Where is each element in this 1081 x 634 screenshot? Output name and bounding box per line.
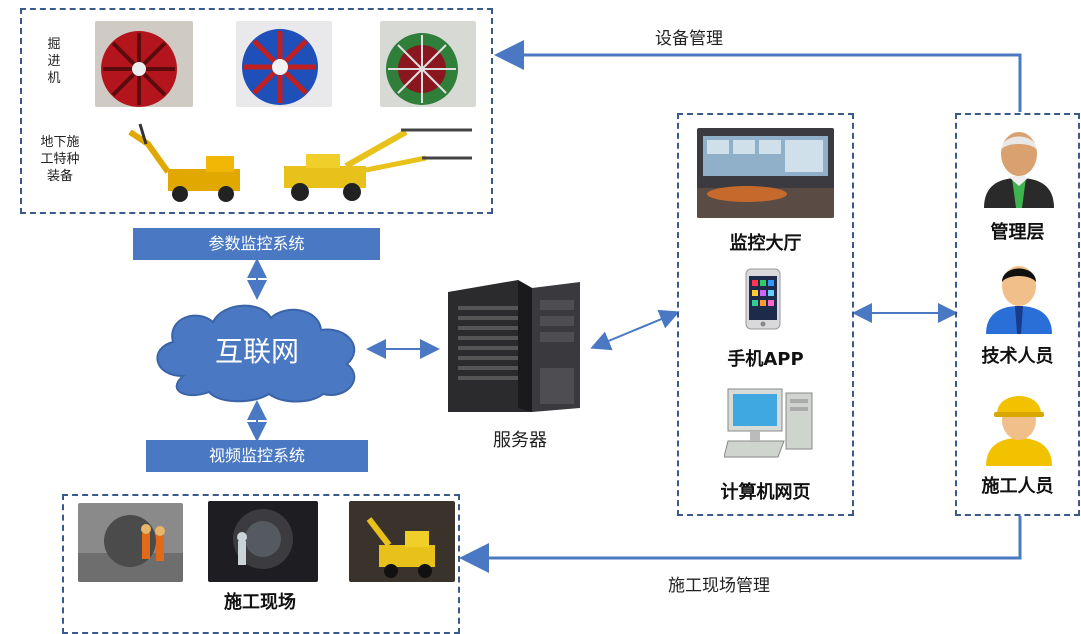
manager-label: 管理层 <box>990 222 1045 243</box>
phone-icon <box>744 268 782 330</box>
cloud-shape <box>156 304 356 403</box>
equipment-mgmt-arrow <box>494 40 1022 112</box>
terminals-box <box>677 113 854 516</box>
monitor-hall-photo <box>697 128 834 218</box>
computer-icon <box>723 385 816 469</box>
server-label: 服务器 <box>493 430 547 451</box>
construction-worker-icon <box>980 382 1058 468</box>
monitor-hall-label: 监控大厅 <box>729 233 802 254</box>
equipment-mgmt-label: 设备管理 <box>655 29 723 49</box>
internet-cloud: 互联网 <box>143 296 371 404</box>
system-architecture-diagram: 掘 进 机 地下施 工特种 装备 <box>20 8 1080 634</box>
site-photo-machine <box>349 501 455 582</box>
site-photo-tunnel <box>208 501 318 582</box>
server-terminal-arrow <box>590 309 680 351</box>
site-mgmt-label: 施工现场管理 <box>668 576 770 596</box>
tbm-photo-green <box>380 21 476 107</box>
rock-drill-photo <box>276 124 474 202</box>
computer-web-label: 计算机网页 <box>720 482 811 503</box>
server-icon <box>440 272 590 417</box>
technician-label: 技术人员 <box>981 346 1054 367</box>
manager-icon <box>980 120 1058 210</box>
site-mgmt-arrow <box>459 516 1022 573</box>
construction-worker-label: 施工人员 <box>981 476 1054 497</box>
video-monitor-bar: 视频监控系统 <box>146 440 368 472</box>
equipment-box <box>20 8 493 214</box>
tbm-label: 掘 进 机 <box>47 37 61 86</box>
connector-lines <box>247 40 1022 573</box>
special-equipment-label: 地下施 工特种 装备 <box>40 135 80 184</box>
site-photo-workers <box>78 503 183 582</box>
people-box <box>955 113 1080 516</box>
technician-icon <box>980 256 1058 336</box>
param-monitor-bar: 参数监控系统 <box>133 228 380 260</box>
cloud-label: 互联网 <box>214 335 299 368</box>
tbm-photo-red <box>95 21 193 107</box>
tbm-photo-blue <box>236 21 332 107</box>
drill-jumbo-photo <box>118 114 248 204</box>
phone-app-label: 手机APP <box>727 349 804 370</box>
site-label: 施工现场 <box>224 592 296 613</box>
